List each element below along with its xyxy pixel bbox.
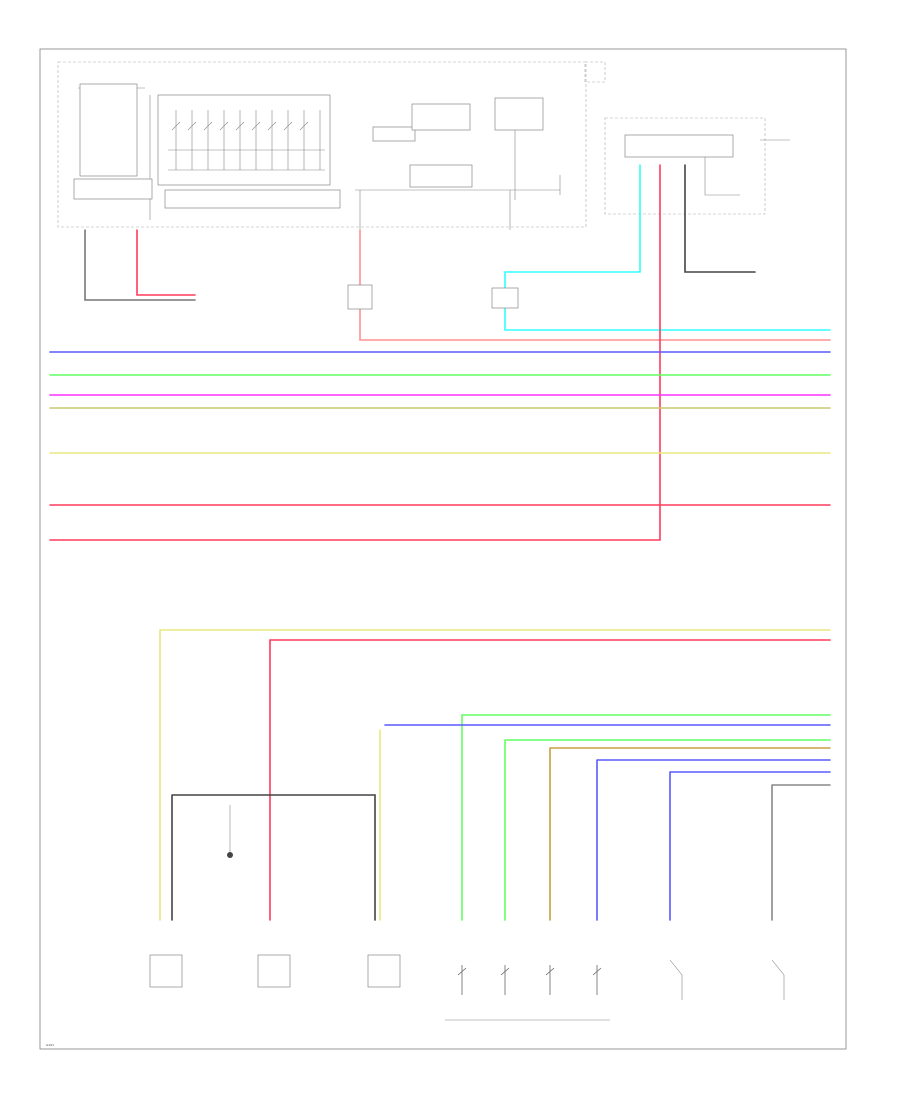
right-unit xyxy=(604,117,790,215)
diagram-frame xyxy=(39,48,847,1050)
ground-label: G101 xyxy=(46,1043,54,1047)
controller-module xyxy=(57,61,606,230)
bottom-components xyxy=(149,805,785,1021)
lower-wiring xyxy=(159,629,831,921)
top-wiring xyxy=(49,164,831,541)
bus-wires xyxy=(49,351,831,506)
